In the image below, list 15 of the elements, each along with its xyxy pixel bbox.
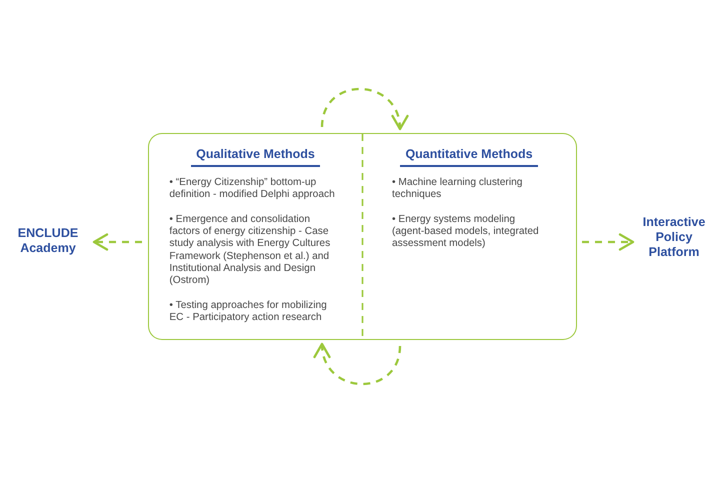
arrow [582, 233, 634, 251]
bullet-text: • Machine learning clustering techniques [392, 177, 524, 202]
bullet-text: • “Energy Citizenship” bottom-up definition - modified Delphi approach [169, 177, 336, 202]
bullet-text: • Energy systems modeling (agent-based models, integrated assessment models) [392, 214, 540, 251]
endpoint-label: ENCLUDE Academy [6, 226, 90, 256]
curved-arrow [315, 342, 402, 386]
method-panel [148, 133, 362, 340]
column-heading: Quantitative Methods [400, 147, 538, 167]
method-panel [362, 133, 577, 340]
bullet-text: • Emergence and consolidation factors of energy citizenship - Case study analysis with Energy Cultures Framework (Stephenson et al.) and Institutional Analysis and Design (Ostrom) [169, 214, 332, 288]
endpoint-label: Interactive Policy Platform [636, 215, 712, 260]
arrow [92, 233, 142, 251]
curved-arrow [320, 88, 407, 130]
column-heading: Qualitative Methods [191, 147, 320, 167]
bullet-text: • Testing approaches for mobilizing EC - Participatory action research [169, 300, 328, 324]
